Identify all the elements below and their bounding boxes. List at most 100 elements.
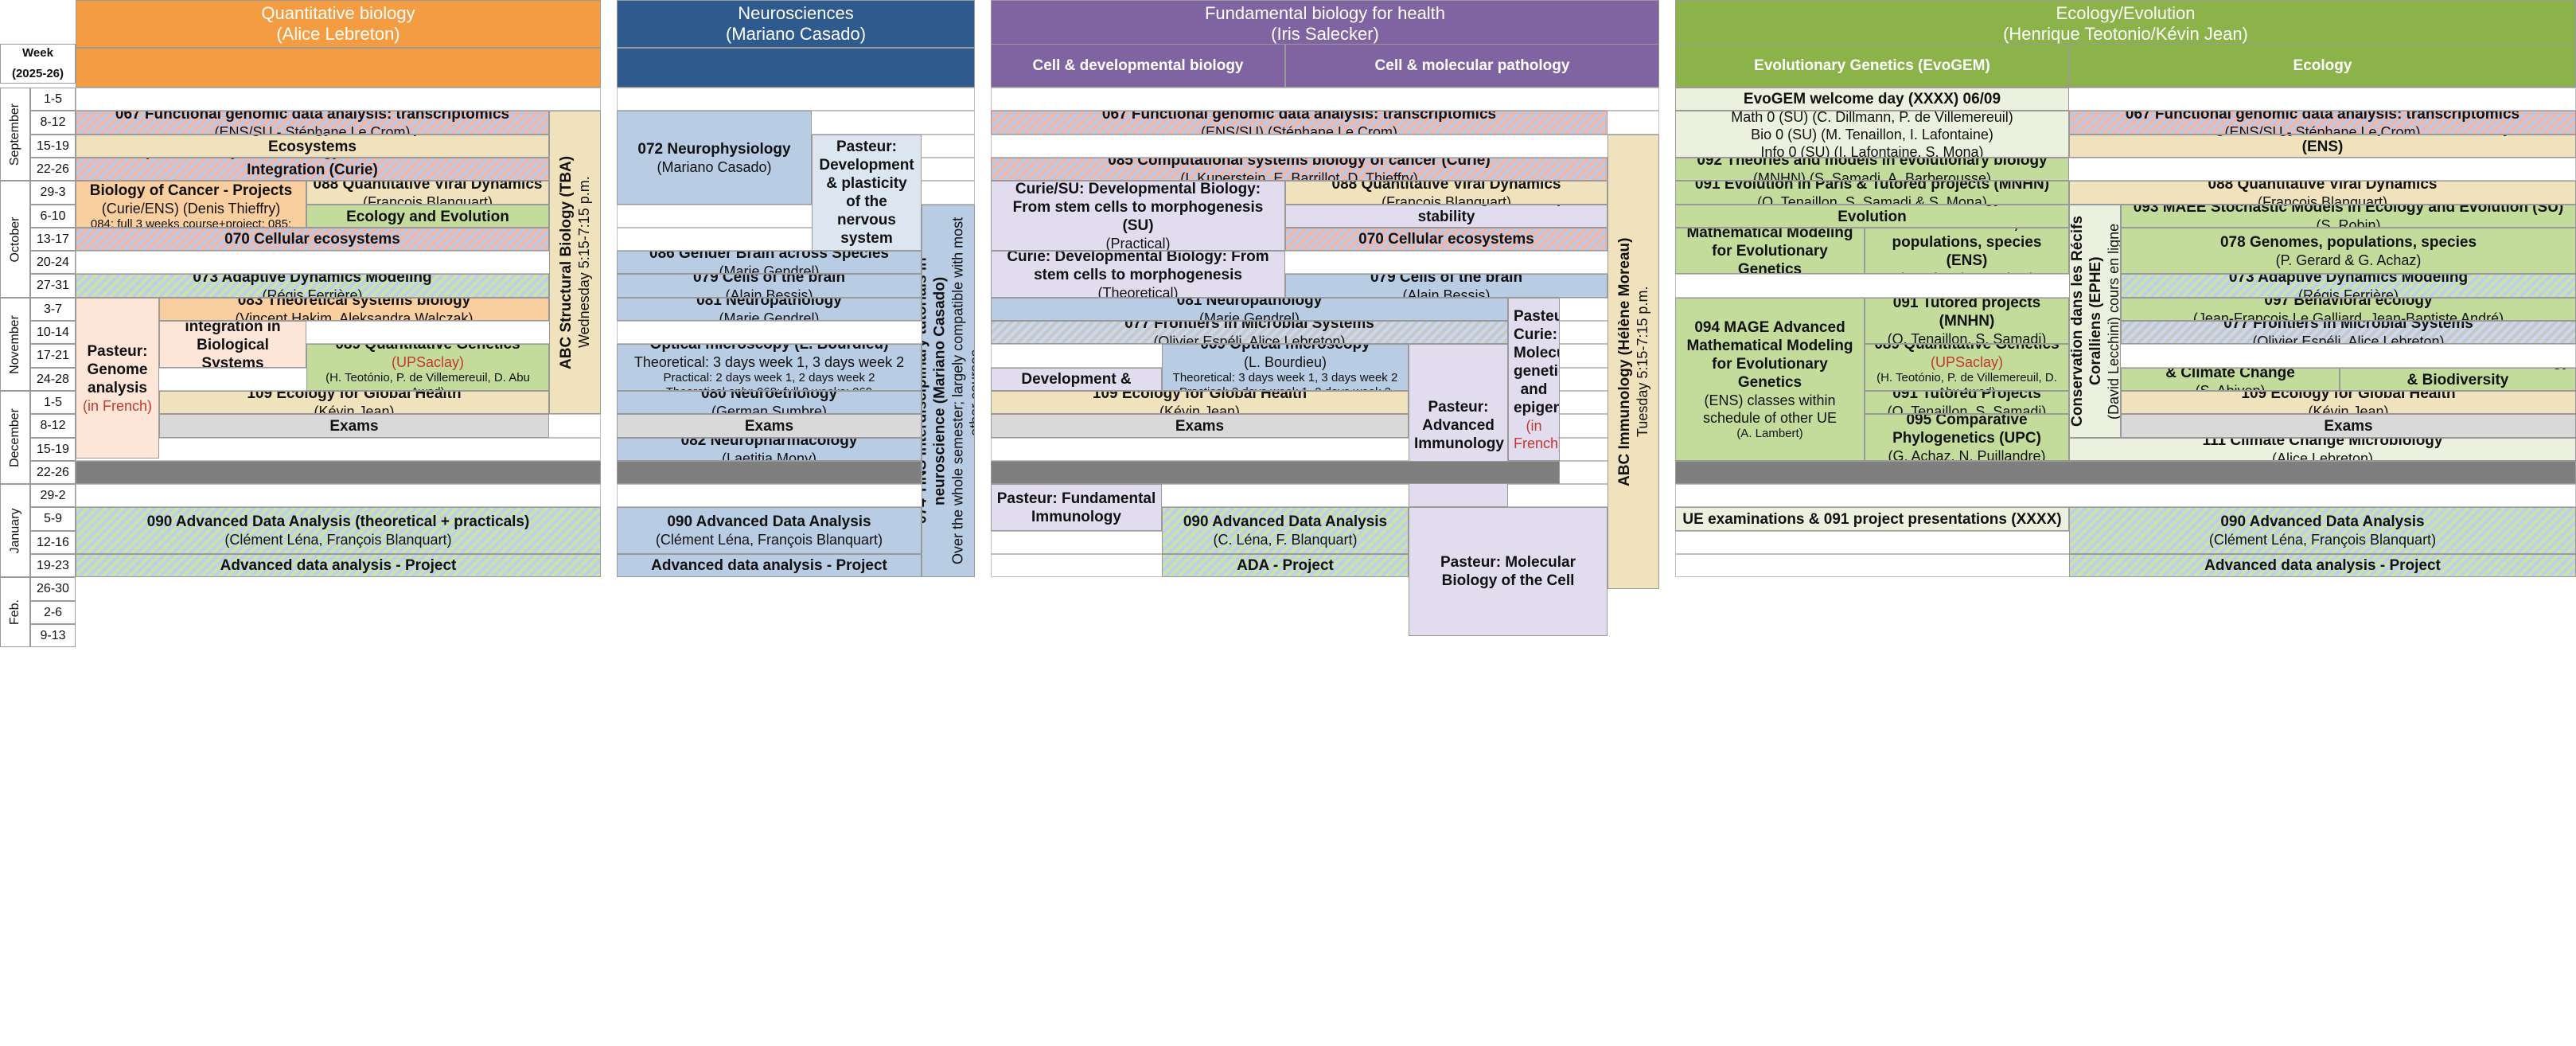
e-092-l1: 092 Theories and models in evolutionary … <box>1697 158 2048 169</box>
e-092-course-block: 092 Theories and models in evolutionary … <box>1675 158 2069 181</box>
empty-slot <box>617 88 975 111</box>
f-ada-course-block: ADA - Project <box>1162 554 1409 577</box>
qb-exams-course-block: Exams <box>159 414 549 438</box>
n-090-l1: 090 Advanced Data Analysis <box>667 513 871 530</box>
f-090-l2: (C. Léna, F. Blanquart) <box>1213 532 1358 548</box>
qb-073-l2: (Régis Ferrière) <box>262 287 363 298</box>
week-18: 5-9 <box>30 507 76 531</box>
week-19: 12-16 <box>30 531 76 554</box>
f-077-course-block: 077 Frontiers in Microbial Systems(Olivi… <box>991 321 1508 344</box>
n-080-l1: 080 Neuroethology <box>700 391 838 402</box>
ec-111-l1: 111 Climate Change Microbiology <box>2202 438 2443 449</box>
qb-abc-course-block: ABC Structural Biology (TBA)Wednesday 5:… <box>549 111 601 414</box>
ec-093-l2: (S. Robin) <box>2316 217 2381 228</box>
qb-073-course-block: 073 Adaptive Dynamics Modeling(Régis Fer… <box>76 274 549 298</box>
month-label: September <box>8 103 22 166</box>
qb-089-course-block: 089 Quantitative Genetics(UPSaclay)(H. T… <box>306 344 549 391</box>
qb-085-l1: 085 Computational systems biology of can… <box>83 158 543 178</box>
empty-slot <box>76 88 601 111</box>
f-088-l1: 088 Quantitative Viral Dynamics <box>1331 181 1561 193</box>
qb-ada-course-block: Advanced data analysis - Project <box>76 554 601 577</box>
ec-067-l1: 067 Functional genomic data analysis: tr… <box>2125 111 2520 123</box>
e-089-l1: 089 Quantitative Genetics <box>1874 344 2060 353</box>
f-069-course-block: 069 Optical microscopy(L. Bourdieu)Theor… <box>1162 344 1409 391</box>
qb-089-l3: (H. Teotónio, P. de Villemereuil, D. Abu… <box>325 371 530 390</box>
n-tins-course-block: 074 TINS Interdisciplinary tutorials in … <box>922 205 975 577</box>
ec-109-l2: (Kévin Jean) <box>2308 404 2389 414</box>
ec-090-l1: 090 Advanced Data Analysis <box>2220 513 2425 530</box>
ec-111-course-block: 111 Climate Change Microbiology(Alice Le… <box>2069 438 2576 461</box>
f-085-l2: (I. Kuperstein, E. Barrillot, D. Thieffr… <box>1180 170 1418 181</box>
f-curie-orsay-course-block: Curie Orsay: Development & Cancer <box>991 368 1162 391</box>
e-095-l1: 095 Comparative Phylogenetics (UPC) <box>1892 414 2041 447</box>
ec-109-l1: 109 Ecology for Global Health <box>2241 391 2456 402</box>
ec-097-l2: (Jean-François Le Galliard, Jean-Baptist… <box>2192 310 2504 321</box>
e-089-course-block: 089 Quantitative Genetics(UPSaclay)(H. T… <box>1865 344 2069 391</box>
shaded-cell <box>617 461 922 484</box>
e-ue-l1: UE examinations & 091 project presentati… <box>1682 510 2062 528</box>
f-067-l2: (ENS/SU) (Stéphane Le Crom) <box>1200 123 1398 135</box>
ec-066-course-block: 066 Terrestrial Ecosystems & Climate Cha… <box>2121 368 2340 391</box>
f-109-course-block: 109 Ecology for Global Health(Kévin Jean… <box>991 391 1409 414</box>
empty-slot <box>617 484 975 507</box>
week-9: 3-7 <box>30 298 76 321</box>
empty-slot <box>76 251 601 274</box>
empty-slot <box>1675 484 2576 507</box>
shaded-cell <box>76 461 601 484</box>
week-10: 10-14 <box>30 321 76 344</box>
ec-066-l2: (S. Abiven) <box>2195 382 2266 391</box>
neuro-subheader <box>617 48 975 88</box>
qb-088-l2: (François Blanquart) <box>362 193 493 205</box>
header-quantitative-biology: Quantitative biology (Alice Lebreton) <box>76 0 601 48</box>
n-081-course-block: 081 Neuropathology(Marie Gendrel) <box>617 298 922 321</box>
n-081-l2: (Marie Gendrel) <box>719 310 820 321</box>
f-088-l2: (François Blanquart) <box>1381 193 1512 205</box>
qb-csbc-l3: 084: full 3 weeks course+project; 085: c… <box>90 217 292 228</box>
f-abc-course-block: ABC Immunology (Hélène Moreau)Tuesday 5:… <box>1608 135 1659 589</box>
week-21: 26-30 <box>30 577 76 601</box>
n-exams-course-block: Exams <box>617 414 922 438</box>
n-opt-l2: Theoretical: 3 days week 1, 3 days week … <box>633 354 905 370</box>
qb-109-l2: (Kévin Jean) <box>314 404 395 414</box>
f-067-course-block: 067 Functional genomic data analysis: tr… <box>991 111 1608 135</box>
week-17: 29-2 <box>30 484 76 507</box>
ec-exams-course-block: Exams <box>2121 414 2576 438</box>
qb-093-l1: 093 MAEE Stochastic Models in Ecology an… <box>314 205 541 225</box>
n-090-course-block: 090 Advanced Data Analysis(Clément Léna,… <box>617 507 922 554</box>
subheader-evogem: Evolutionary Genetics (EvoGEM) <box>1675 44 2069 88</box>
week-7: 20-24 <box>30 251 76 274</box>
f-079-l2: (Alain Bessis) <box>1402 287 1491 298</box>
qb-090-l1: 090 Advanced Data Analysis (theoretical … <box>146 513 530 530</box>
f-curie-dev-course-block: Curie: Developmental Biology: From stem … <box>991 251 1285 298</box>
header-neurosciences: Neurosciences (Mariano Casado) <box>617 0 975 48</box>
f-085-l1: 085 Computational systems biology of can… <box>1108 158 1491 169</box>
qb-067-l2: (ENS/SU - Stéphane Le Crom) <box>214 123 411 135</box>
e-091p-l2: (O. Tenaillon, S. Samadi) <box>1887 404 2047 414</box>
month-3: December <box>0 391 30 484</box>
f-090-course-block: 090 Advanced Data Analysis(C. Léna, F. B… <box>1162 507 1409 554</box>
e-091p-l1: 091 Tutored Projects <box>1892 391 2041 402</box>
qb-085-l2: I. Kuperstein, E. Barrillot, D. Thieffry… <box>81 179 544 181</box>
e-094b-l3: (A. Lambert) <box>1736 426 1803 440</box>
qb-070-l1: 070 Cellular ecosystems <box>224 231 400 248</box>
qb-090-l2: (Clément Léna, François Blanquart) <box>224 532 452 548</box>
subheader-cell-mol: Cell & molecular pathology <box>1285 44 1659 88</box>
e-078-course-block: 078 Genomes, populations, species (ENS)(… <box>1865 228 2069 274</box>
qb-070-course-block: 070 Cellular ecosystems <box>76 228 549 251</box>
qb-090-course-block: 090 Advanced Data Analysis (theoretical … <box>76 507 601 554</box>
n-opt-l1: Optical microscopy (L. Bourdieu) <box>649 344 889 353</box>
f-ada-l1: ADA - Project <box>1237 557 1334 574</box>
qb-subheader <box>76 48 601 88</box>
n-081-l1: 081 Neuropathology <box>696 298 842 309</box>
f-069-l3: Theoretical: 3 days week 1, 3 days week … <box>1172 371 1398 384</box>
n-079-course-block: 079 Cells of the brain(Alain Bessis) <box>617 274 922 298</box>
ec-066-l1: 066 Terrestrial Ecosystems & Climate Cha… <box>2165 368 2295 381</box>
ec-046-l2: (Mathilde Scheifler) <box>2345 389 2570 391</box>
ec-109-course-block: 109 Ecology for Global Health (Kévin Jean… <box>2121 391 2576 414</box>
ec-073-l2: (Régis Ferrière) <box>2297 287 2399 298</box>
ec-exams-l1: Exams <box>2324 417 2373 435</box>
ec-077-l2: (Olivier Espéli, Alice Lebreton) <box>2252 334 2445 344</box>
qb-110-l2: (ENS) (Régis Ferrière) <box>81 156 544 158</box>
ec-067-course-block: 067 Functional genomic data analysis: tr… <box>2069 111 2576 135</box>
n-080-course-block: 080 Neuroethology(German Sumbre) <box>617 391 922 414</box>
